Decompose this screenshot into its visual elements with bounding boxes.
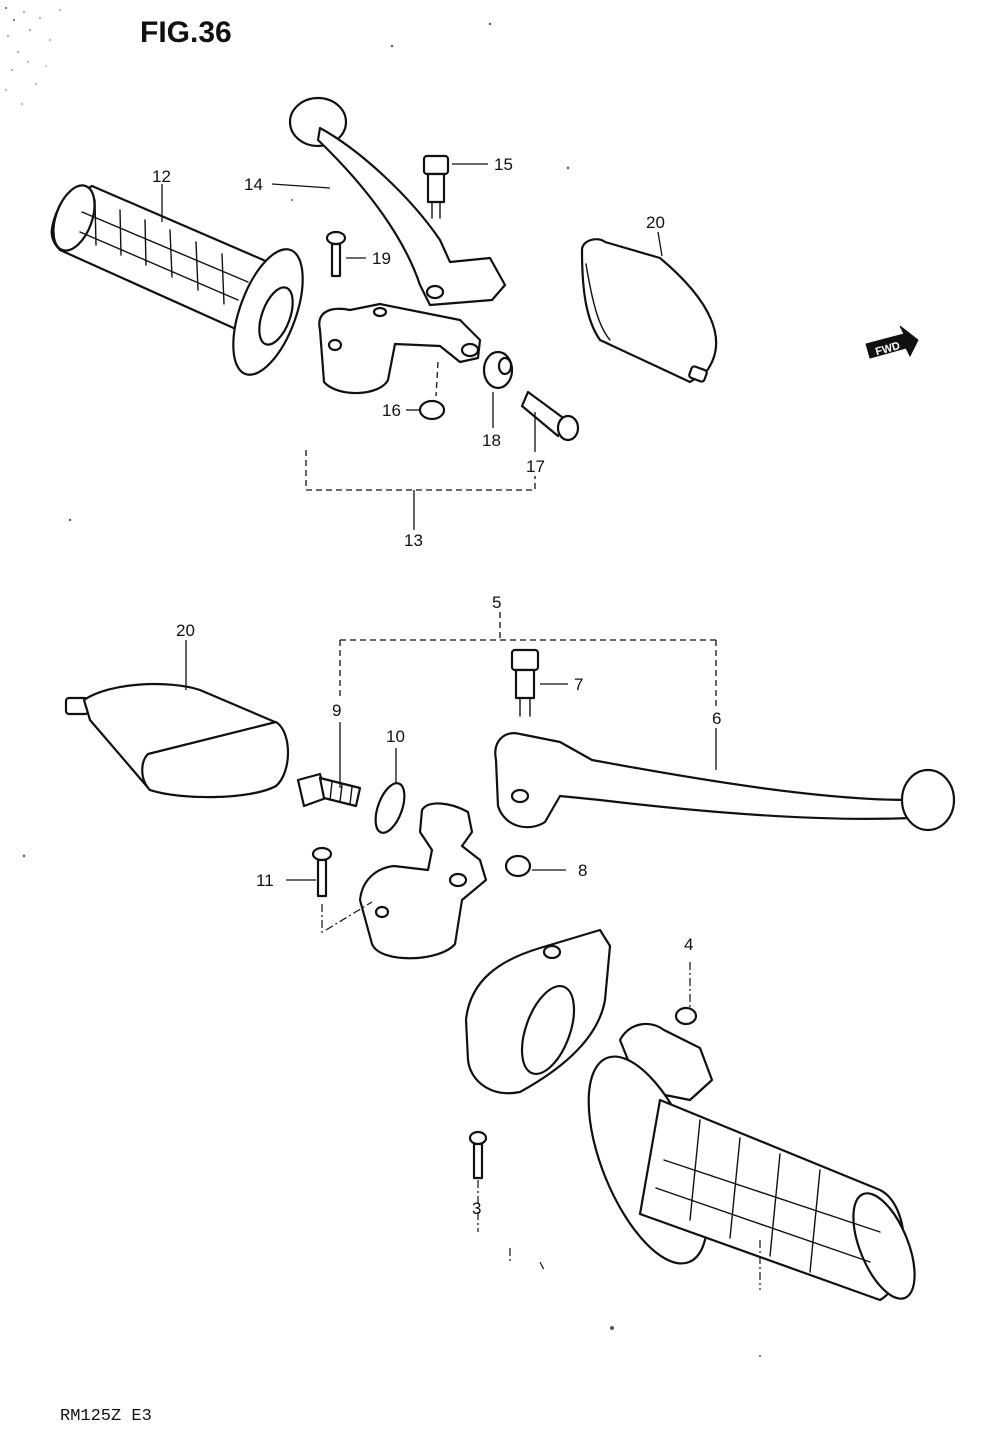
lever-holder-13 [318,302,482,395]
callout-14: 14 [244,175,263,194]
scan-noise [5,7,761,1357]
nut-8 [504,854,532,878]
forward-arrow-icon: FWD [865,325,919,359]
upper-leader-lines [161,163,663,530]
brake-lever-6 [494,732,956,832]
screw-11 [311,846,333,898]
lever-cover-bottom [64,682,289,799]
model-code: RM125Z E3 [60,1407,152,1426]
pivot-bolt-7 [510,648,540,717]
clutch-lever-14 [288,96,507,307]
callout-17: 17 [526,457,545,476]
callout-6: 6 [712,709,721,728]
adjuster-nut-18 [482,350,514,390]
callout-8: 8 [578,861,587,880]
callout-3: 3 [472,1199,481,1218]
callout-5: 5 [492,593,501,612]
adjuster-bolt-17 [520,390,580,442]
callout-11: 11 [256,871,274,890]
callout-4: 4 [684,935,693,954]
nut-16 [418,399,446,421]
bolt-15 [422,154,450,219]
screw-3 [468,1130,488,1180]
callout-19: 19 [372,249,391,268]
grip-left [50,184,304,376]
callout-16: 16 [382,401,401,420]
callout-18: 18 [482,431,501,450]
callout-15: 15 [494,155,513,174]
lever-holder-lower [358,802,488,960]
callout-20-bottom: 20 [176,621,195,640]
callout-9: 9 [332,701,341,720]
callout-12: 12 [152,167,171,186]
washer-10 [374,782,406,834]
screw-19 [325,230,347,278]
adjuster-bolt-9 [296,772,362,808]
callout-13: 13 [404,531,423,550]
assembly-bracket-5 [339,612,717,708]
throttle-grip [587,1022,916,1302]
cap-4 [674,1006,698,1026]
figure-title: FIG.36 [140,16,232,49]
lower-leader-lines [185,640,761,1290]
throttle-housing [464,928,612,1095]
callout-20-top: 20 [646,213,665,232]
callout-7: 7 [574,675,583,694]
lever-cover-top [580,238,718,384]
callout-10: 10 [386,727,405,746]
